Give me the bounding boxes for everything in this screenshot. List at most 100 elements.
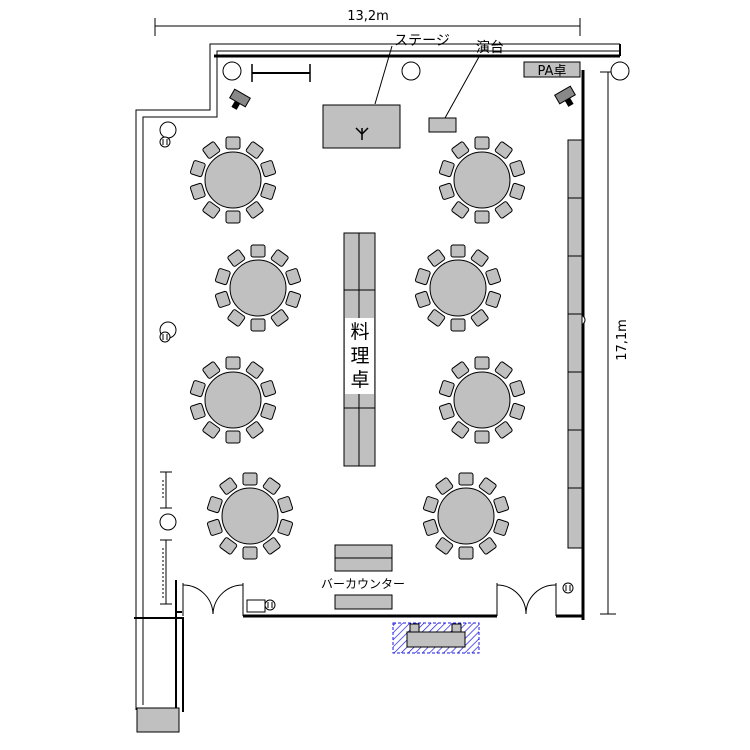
chair <box>478 537 497 555</box>
chair <box>474 430 490 444</box>
chair <box>474 210 490 224</box>
chair <box>227 309 246 327</box>
chair <box>206 496 223 514</box>
round-table <box>189 356 277 444</box>
pa-desk: PA卓 <box>523 61 581 79</box>
chair <box>438 380 455 398</box>
chair <box>260 160 277 178</box>
table-top <box>204 371 262 429</box>
chair <box>494 361 513 379</box>
chair <box>509 160 526 178</box>
table-top <box>229 259 287 317</box>
chair <box>262 477 281 495</box>
food-table-char-2: 理 <box>350 345 369 367</box>
chair <box>225 356 241 370</box>
chair <box>451 201 470 219</box>
chair <box>242 546 258 560</box>
chair <box>225 430 241 444</box>
entrance-area <box>392 622 480 654</box>
chair <box>451 361 470 379</box>
chair <box>202 201 221 219</box>
chair <box>189 160 206 178</box>
food-table-char-1: 料 <box>350 321 369 343</box>
chair <box>438 402 455 420</box>
chair <box>509 182 526 200</box>
screen <box>251 64 311 82</box>
chair <box>427 309 446 327</box>
camera-icon-left <box>229 88 251 110</box>
chair <box>509 380 526 398</box>
chair <box>422 496 439 514</box>
chair <box>494 201 513 219</box>
chair <box>262 537 281 555</box>
chair <box>414 268 431 286</box>
side-counter <box>567 139 583 549</box>
chair <box>509 402 526 420</box>
chair <box>245 421 264 439</box>
chair <box>438 160 455 178</box>
stage: ステージ <box>322 33 450 149</box>
chair <box>427 249 446 267</box>
chair <box>451 421 470 439</box>
width-dimension: 13,2m <box>154 9 581 36</box>
chair <box>225 210 241 224</box>
chair <box>227 249 246 267</box>
width-label: 13,2m <box>347 9 389 24</box>
pa-desk-label: PA卓 <box>538 64 567 79</box>
chair <box>189 182 206 200</box>
left-door <box>182 583 244 616</box>
chair <box>245 201 264 219</box>
outer-wall <box>134 43 621 712</box>
height-dimension: 17,1m <box>600 71 630 615</box>
table-top <box>221 487 279 545</box>
chair <box>189 380 206 398</box>
chair <box>202 141 221 159</box>
round-tables <box>189 136 526 560</box>
chair <box>458 546 474 560</box>
round-table <box>414 244 502 332</box>
round-table <box>206 472 294 560</box>
column-box <box>136 707 180 733</box>
lan-box <box>246 599 266 613</box>
ceiling-lights <box>159 61 630 531</box>
chair <box>245 141 264 159</box>
chair <box>474 356 490 370</box>
chair <box>285 290 302 308</box>
chair <box>219 537 238 555</box>
chair <box>494 421 513 439</box>
chair <box>260 182 277 200</box>
chair <box>494 141 513 159</box>
podium-label: 演台 <box>476 40 504 56</box>
chair <box>214 268 231 286</box>
chair <box>189 402 206 420</box>
round-table <box>189 136 277 224</box>
round-table <box>422 472 510 560</box>
chair <box>435 477 454 495</box>
right-door <box>496 583 557 616</box>
table-top <box>453 151 511 209</box>
table-top <box>429 259 487 317</box>
food-table: 料 理 卓 <box>343 232 376 467</box>
camera-icon-right <box>554 85 576 107</box>
round-table <box>438 356 526 444</box>
chair <box>470 309 489 327</box>
chair <box>485 290 502 308</box>
round-table <box>214 244 302 332</box>
chair <box>470 249 489 267</box>
chair <box>245 361 264 379</box>
chair <box>285 268 302 286</box>
chair <box>435 537 454 555</box>
chair <box>450 318 466 332</box>
height-label: 17,1m <box>615 319 630 361</box>
bar-counter: バーカウンター <box>321 544 405 610</box>
chair <box>250 318 266 332</box>
chair <box>478 477 497 495</box>
chair <box>242 472 258 486</box>
food-table-char-3: 卓 <box>350 369 369 391</box>
bar-counter-label: バーカウンター <box>321 577 405 591</box>
chair <box>250 244 266 258</box>
chair <box>438 182 455 200</box>
chair <box>214 290 231 308</box>
round-table <box>438 136 526 224</box>
